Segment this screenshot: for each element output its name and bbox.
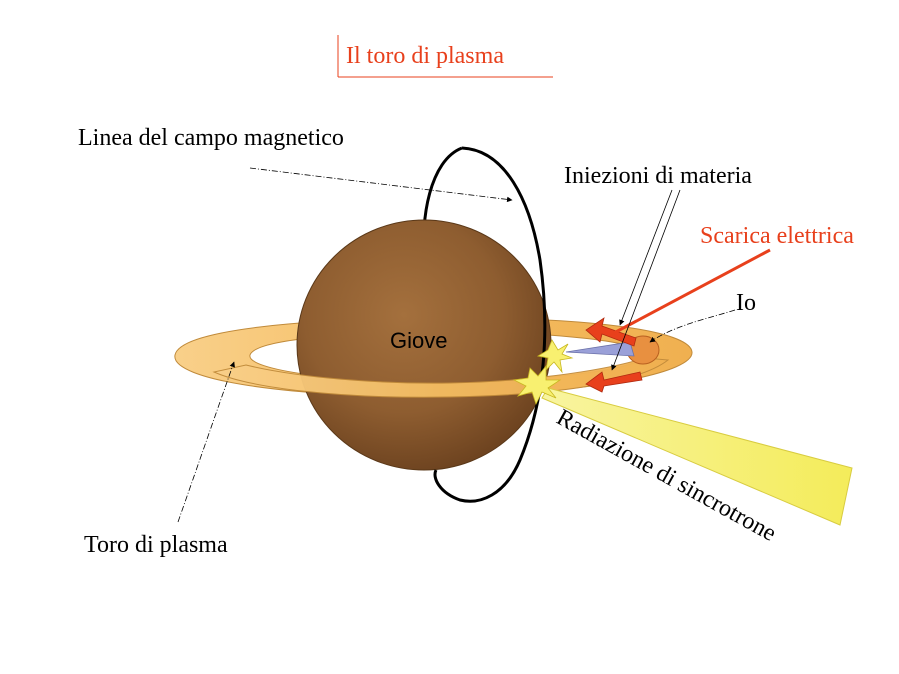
pointer-field-line <box>249 167 513 203</box>
io-flux-wedge <box>565 341 635 357</box>
label-field-line: Linea del campo magnetico <box>78 125 344 151</box>
title-block: Il toro di plasma <box>337 35 553 78</box>
pointer-injection-2 <box>611 189 681 371</box>
pointer-io <box>649 309 736 343</box>
injection-arrow-lower <box>585 371 643 393</box>
label-io: Io <box>736 290 756 316</box>
pointer-injection-1 <box>619 189 673 326</box>
spark-burst-lower <box>512 364 562 406</box>
plasma-torus-front-band <box>212 357 670 398</box>
spark-burst-upper <box>536 339 574 374</box>
label-torus: Toro di plasma <box>84 532 228 558</box>
discharge-line <box>611 248 771 336</box>
label-jupiter: Giove <box>390 328 447 353</box>
label-injections: Iniezioni di materia <box>564 163 752 189</box>
synchrotron-beam <box>541 387 853 526</box>
magnetic-field-line-front <box>433 146 547 503</box>
page-title: Il toro di plasma <box>346 43 504 69</box>
label-discharge: Scarica elettrica <box>700 223 854 249</box>
pointer-torus <box>177 361 235 523</box>
